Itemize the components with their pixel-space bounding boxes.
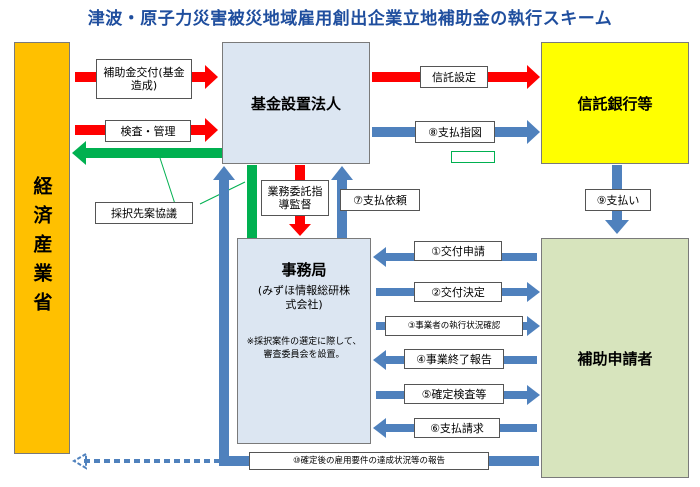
small-green-box <box>451 151 495 163</box>
label-payment: ⑨支払い <box>585 189 651 211</box>
label-e1: ①交付申請 <box>414 241 502 261</box>
trust-bank-label: 信託銀行等 <box>577 94 653 113</box>
label-pay-request-7: ⑦支払依頼 <box>340 189 420 211</box>
label-business-commission: 業務委託指導監督 <box>261 180 329 216</box>
label-e4: ④事業終了報告 <box>404 349 504 369</box>
label-e5: ⑤確定検査等 <box>404 384 504 404</box>
green-vertical-bar <box>247 165 257 238</box>
label-pay-instruct: ⑧支払指図 <box>415 121 495 143</box>
label-e6: ⑥支払請求 <box>414 418 500 438</box>
node-meti: 経済産業省 <box>14 42 70 454</box>
label-trust-setup: 信託設定 <box>420 66 488 88</box>
diagram-title: 津波・原子力災害被災地域雇用創出企業立地補助金の執行スキーム <box>87 9 613 29</box>
arrow-adoption <box>72 141 222 165</box>
adoption-connector-left <box>159 157 176 205</box>
applicant-label: 補助申請者 <box>577 349 653 368</box>
meti-label: 経済産業省 <box>30 175 53 321</box>
label-adoption: 採択先案協議 <box>95 202 193 224</box>
node-fund-corp: 基金設置法人 <box>222 42 370 164</box>
node-secretariat: 事務局 (みずほ情報総研株式会社) ※採択案件の選定に際して、審査委員会を設置。 <box>237 238 371 444</box>
label-e10: ⑩確定後の雇用要件の達成状況等の報告 <box>249 452 489 470</box>
secretariat-sub: (みずほ情報総研株式会社) <box>257 284 351 311</box>
label-e2: ②交付決定 <box>414 282 502 302</box>
label-e3: ③事業者の執行状況確認 <box>385 316 523 336</box>
arrow-report-return <box>213 166 249 466</box>
node-trust-bank: 信託銀行等 <box>541 42 689 164</box>
secretariat-note: ※採択案件の選定に際して、審査委員会を設置。 <box>246 337 362 360</box>
arrow-e10-dashed <box>72 452 219 470</box>
node-applicant: 補助申請者 <box>541 238 689 478</box>
label-inspection: 検査・管理 <box>105 120 191 142</box>
secretariat-label: 事務局 <box>281 261 327 279</box>
fund-corp-label: 基金設置法人 <box>250 94 341 113</box>
label-subsidy-grant: 補助金交付(基金造成) <box>96 59 192 99</box>
